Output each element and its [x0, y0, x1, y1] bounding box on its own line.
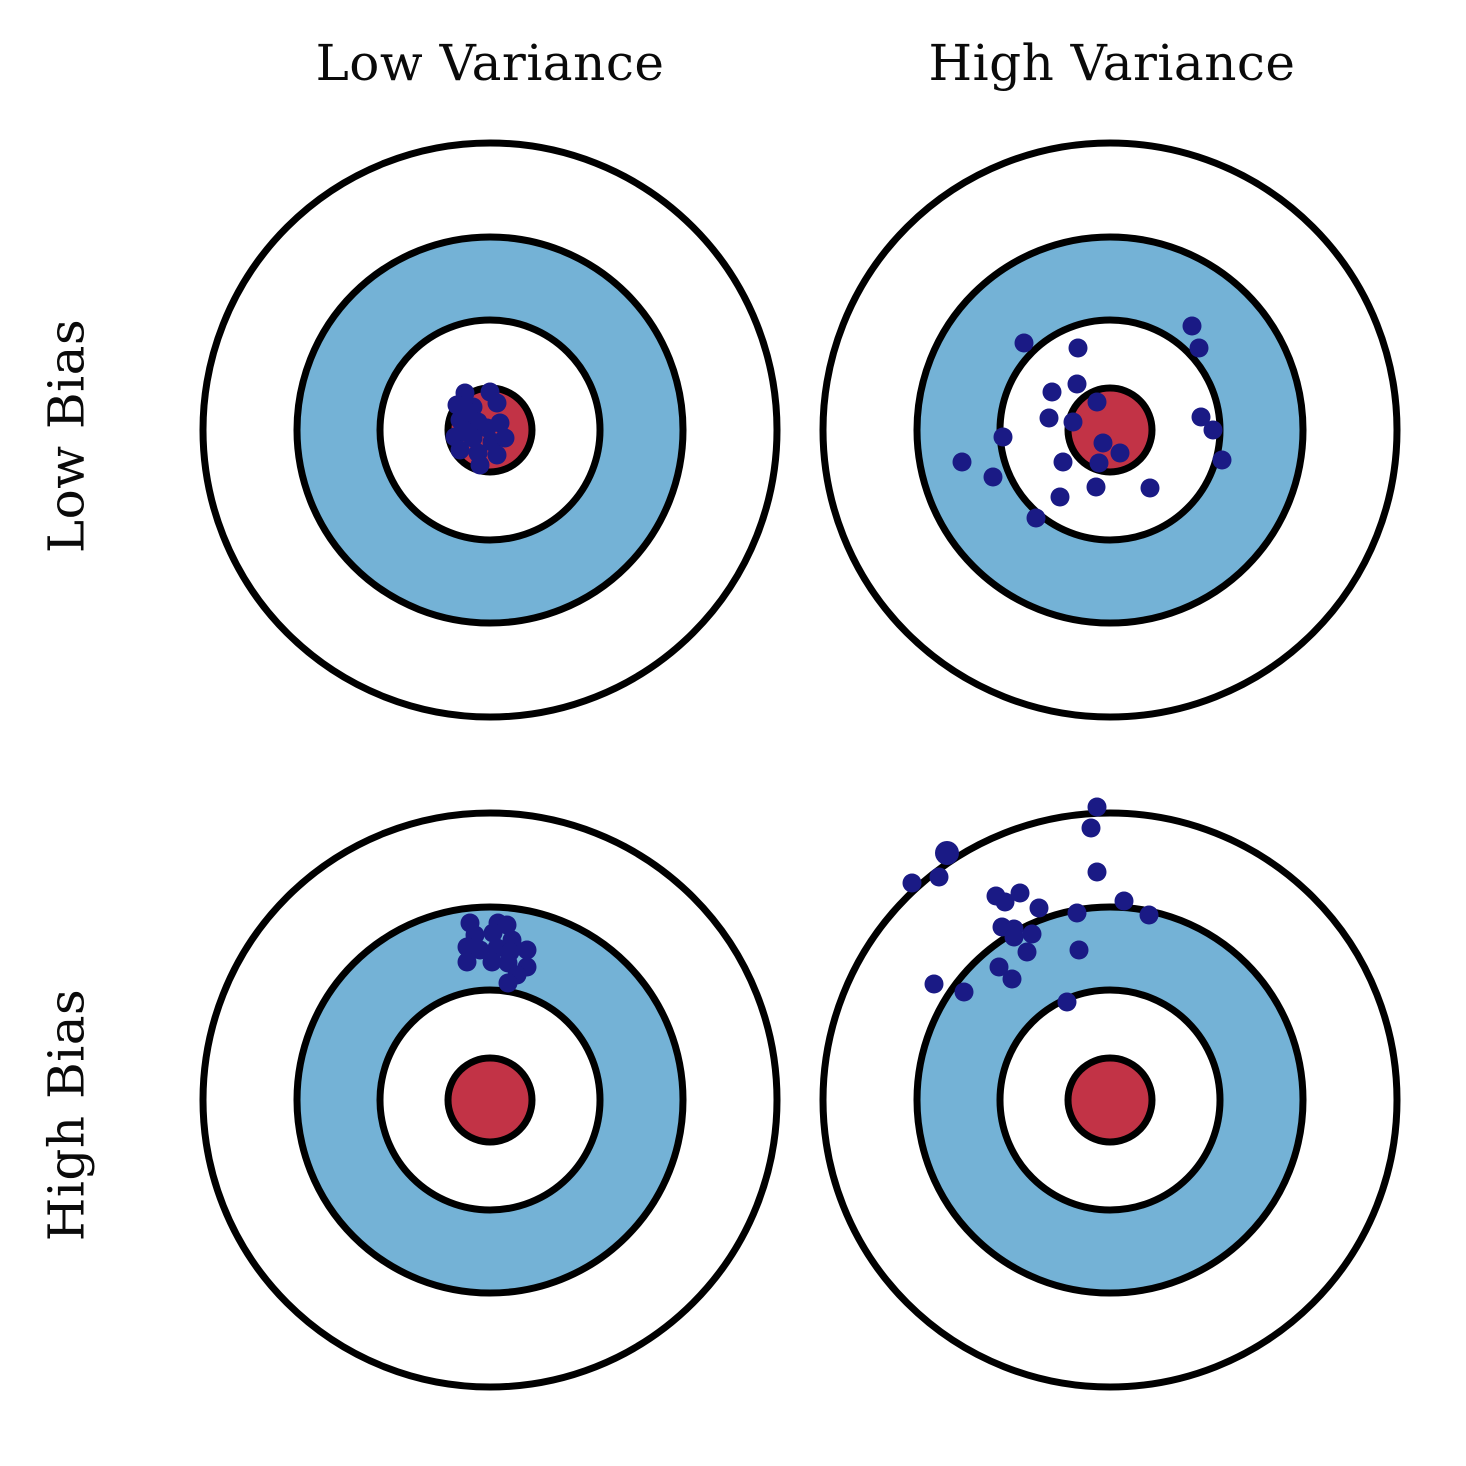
- shot-dot: [1114, 891, 1134, 911]
- shot-dot: [1191, 407, 1211, 427]
- target-low-bias-low-variance: [199, 139, 781, 721]
- shot-dot: [450, 440, 470, 460]
- shot-dot: [1087, 797, 1107, 817]
- shot-dot: [1057, 992, 1077, 1012]
- ring-bullseye: [444, 1054, 536, 1146]
- shot-dot: [517, 940, 537, 960]
- shot-dot: [1067, 374, 1087, 394]
- column-header-low-variance: Low Variance: [315, 34, 665, 92]
- shot-dot: [1063, 412, 1083, 432]
- shot-dot: [487, 393, 507, 413]
- shot-dot: [1010, 883, 1030, 903]
- shot-dot: [995, 892, 1015, 912]
- shot-dot: [952, 452, 972, 472]
- shot-dot: [1022, 924, 1042, 944]
- shot-dot: [1050, 487, 1070, 507]
- shot-dot: [1042, 382, 1062, 402]
- shot-dot: [1081, 818, 1101, 838]
- shot-dot: [487, 445, 507, 465]
- shot-dot: [498, 973, 518, 993]
- shot-dot: [1053, 452, 1073, 472]
- shot-dot: [1068, 338, 1088, 358]
- shot-dot: [1039, 408, 1059, 428]
- shot-dot: [1212, 450, 1232, 470]
- ring-bullseye: [1064, 1054, 1156, 1146]
- shot-dot: [1014, 333, 1034, 353]
- shot-dot: [1086, 477, 1106, 497]
- shot-dot: [989, 957, 1009, 977]
- shot-dot: [1093, 433, 1113, 453]
- shot-dot: [935, 841, 959, 865]
- shot-dot: [902, 873, 922, 893]
- shot-dot: [1089, 453, 1109, 473]
- shot-dot: [1139, 905, 1159, 925]
- shot-dot: [483, 923, 503, 943]
- shot-dot: [1203, 420, 1223, 440]
- shot-dot: [1189, 338, 1209, 358]
- shot-dot: [1140, 478, 1160, 498]
- shot-dot: [495, 428, 515, 448]
- shot-dot: [482, 952, 502, 972]
- shot-dot: [1087, 392, 1107, 412]
- shot-dot: [993, 427, 1013, 447]
- shot-dot: [457, 952, 477, 972]
- shot-dot: [1017, 942, 1037, 962]
- target-high-bias-low-variance: [199, 809, 781, 1391]
- shot-dot: [1087, 862, 1107, 882]
- shot-dot: [1110, 443, 1130, 463]
- shot-dot: [954, 982, 974, 1002]
- shot-dot: [458, 402, 478, 422]
- shot-dot: [1182, 316, 1202, 336]
- target-low-bias-high-variance: [819, 139, 1401, 721]
- shot-dot: [497, 915, 517, 935]
- shot-dot: [1069, 940, 1089, 960]
- shot-dot: [1067, 903, 1087, 923]
- shot-dot: [924, 974, 944, 994]
- shot-dot: [983, 467, 1003, 487]
- shot-dot: [1026, 508, 1046, 528]
- shot-dot: [470, 455, 490, 475]
- shot-dot: [456, 422, 476, 442]
- shot-dot: [1004, 927, 1024, 947]
- shot-dot: [470, 940, 490, 960]
- shot-dot: [1002, 969, 1022, 989]
- shot-dot: [1029, 898, 1049, 918]
- shot-dot: [929, 867, 949, 887]
- column-header-high-variance: High Variance: [928, 34, 1296, 92]
- ring-bullseye: [1064, 384, 1156, 476]
- target-high-bias-high-variance: [819, 797, 1401, 1391]
